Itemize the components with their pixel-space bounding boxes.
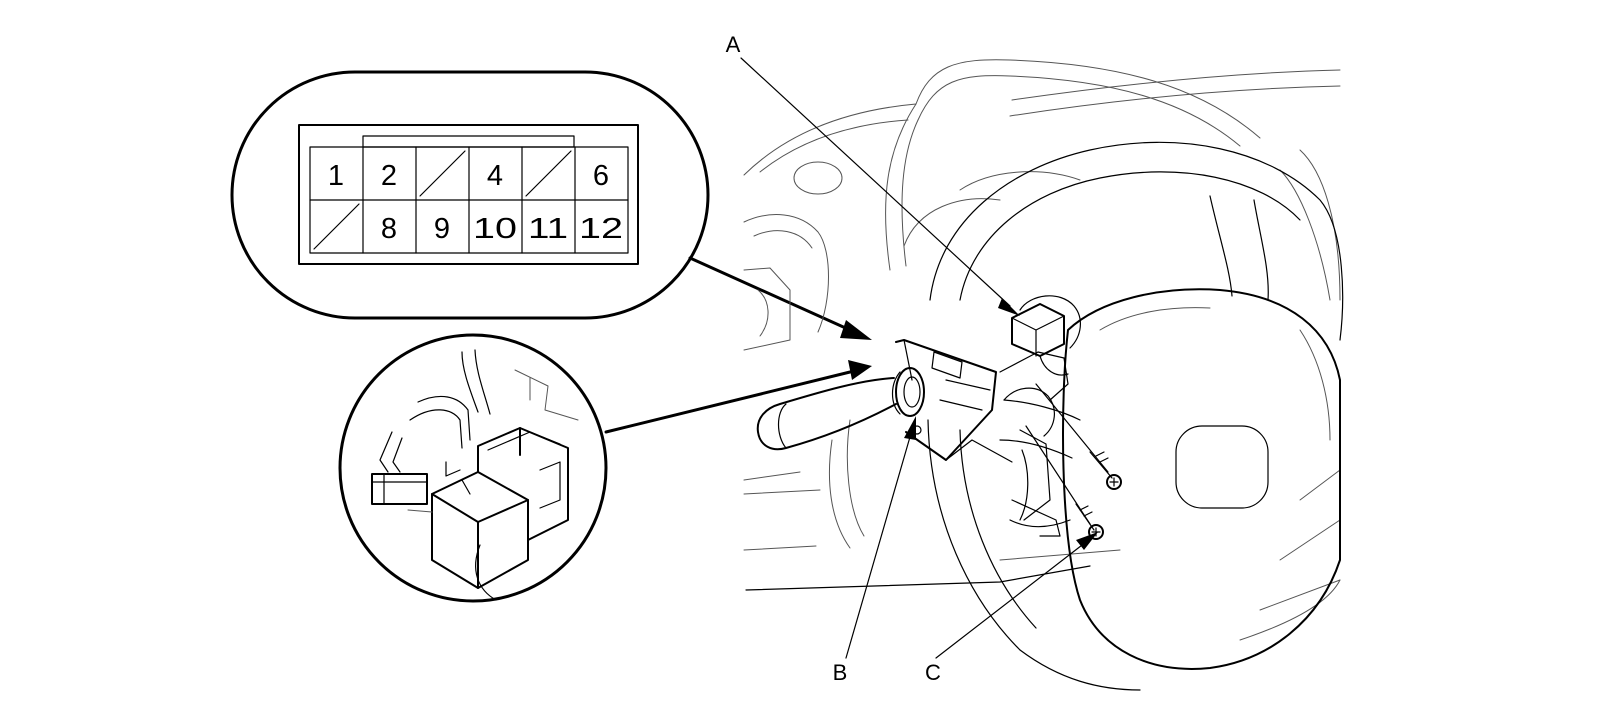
pin-label: 6 <box>593 160 609 192</box>
callout-b-leader <box>845 429 913 659</box>
airbag-cover <box>1062 288 1341 670</box>
pin-label: 12 <box>579 213 623 245</box>
callout-a-leader <box>740 57 1011 307</box>
switch-lever <box>756 377 897 451</box>
callout-c-leader <box>935 541 1087 659</box>
horn-emblem <box>1175 425 1269 509</box>
connector-lock-tab <box>362 135 575 148</box>
screws <box>1025 383 1122 540</box>
pin-label: 4 <box>487 160 503 192</box>
pin-label: 9 <box>434 213 450 245</box>
callout-a-label: A <box>726 32 741 57</box>
unused-pin-5-slash <box>525 150 572 197</box>
pin-label: 8 <box>381 213 397 245</box>
pin-label: 2 <box>381 160 397 192</box>
connector-view-bubble <box>230 70 710 320</box>
connector-detail-view <box>338 333 608 603</box>
connector-outline <box>298 124 639 265</box>
unused-pin-3-slash <box>419 150 466 197</box>
unused-pin-7-slash <box>313 203 360 250</box>
pin-label: 1 <box>328 160 344 192</box>
connector-terminal-view: 1 2 4 6 8 9 10 11 12 <box>230 70 710 320</box>
pin-label: 11 <box>528 213 568 245</box>
leader-arrows <box>604 256 872 434</box>
detail-bubble <box>338 333 608 603</box>
dashboard-background <box>743 59 1341 641</box>
pin-label: 10 <box>473 213 517 245</box>
callout-b-label: B <box>833 660 848 685</box>
steering-wheel <box>927 141 1344 691</box>
cable-reel-connector <box>1011 295 1081 376</box>
harness-connector <box>371 473 428 505</box>
combination-switch <box>756 339 1069 537</box>
screw-upper <box>1035 383 1122 490</box>
screw-lower <box>1025 425 1104 540</box>
callout-c-label: C <box>925 660 941 685</box>
lever-knob <box>895 367 925 417</box>
callouts: A B C <box>726 32 1098 685</box>
